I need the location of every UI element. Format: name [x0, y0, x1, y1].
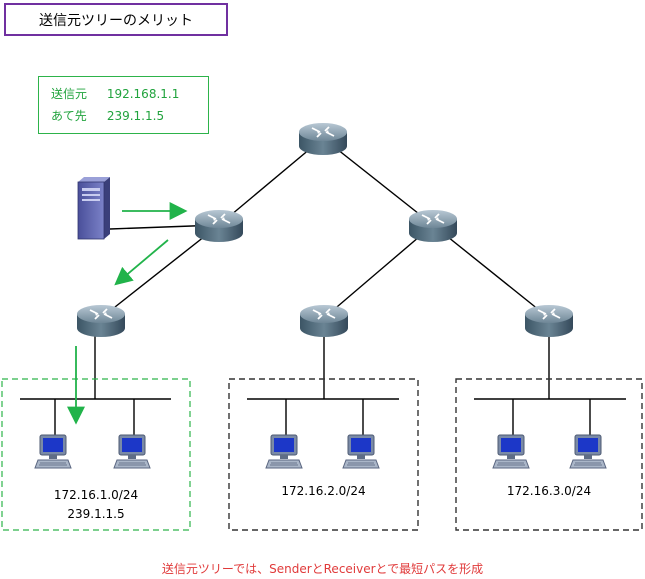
subnet-3-network: 172.16.3.0/24 — [506, 484, 592, 498]
subnet-2-label: 172.16.2.0/24 — [229, 484, 418, 498]
pc-2a-icon — [265, 434, 303, 469]
link-right-to-middle — [323, 224, 434, 319]
diagram-title: 送信元ツリーのメリット — [4, 3, 228, 36]
pc-3a-icon — [492, 434, 530, 469]
diagram-caption: 送信元ツリーでは、SenderとReceiverとで最短パスを形成 — [161, 562, 484, 576]
destination-label: あて先 — [51, 109, 87, 123]
link-left-to-lowleft — [100, 224, 220, 319]
pc-1a-icon — [34, 434, 72, 469]
router-core-icon — [298, 122, 348, 156]
source-label: 送信元 — [51, 87, 88, 101]
subnet-1-label: 172.16.1.0/24 239.1.1.5 — [2, 486, 190, 524]
server-icon — [77, 177, 110, 240]
pc-3b-icon — [569, 434, 607, 469]
source-row: 送信元 192.168.1.1 — [51, 83, 208, 105]
diagram-title-text: 送信元ツリーのメリット — [39, 12, 193, 29]
subnet-1-group: 239.1.1.5 — [67, 507, 125, 521]
router-middle-icon — [299, 304, 349, 338]
router-lowright-icon — [524, 304, 574, 338]
link-right-to-lowright — [432, 224, 550, 319]
subnet-box-2 — [228, 378, 419, 531]
router-left-icon — [194, 209, 244, 243]
pc-2b-icon — [342, 434, 380, 469]
source-destination-info: 送信元 192.168.1.1 あて先 239.1.1.5 — [38, 76, 209, 134]
router-lowleft-icon — [76, 304, 126, 338]
router-right-icon — [408, 209, 458, 243]
subnet-3-label: 172.16.3.0/24 — [456, 484, 642, 498]
subnet-1-network: 172.16.1.0/24 — [53, 488, 139, 502]
subnet-box-1 — [1, 378, 191, 531]
subnet-box-3 — [455, 378, 643, 531]
link-core-to-right — [322, 137, 434, 226]
subnet-2-network: 172.16.2.0/24 — [281, 484, 366, 498]
pc-1b-icon — [113, 434, 151, 469]
source-address: 192.168.1.1 — [106, 87, 180, 101]
destination-address: 239.1.1.5 — [106, 109, 165, 123]
link-core-to-left — [218, 137, 324, 226]
destination-row: あて先 239.1.1.5 — [51, 105, 208, 127]
flow-arrow-router-to-lowleft — [114, 239, 169, 286]
